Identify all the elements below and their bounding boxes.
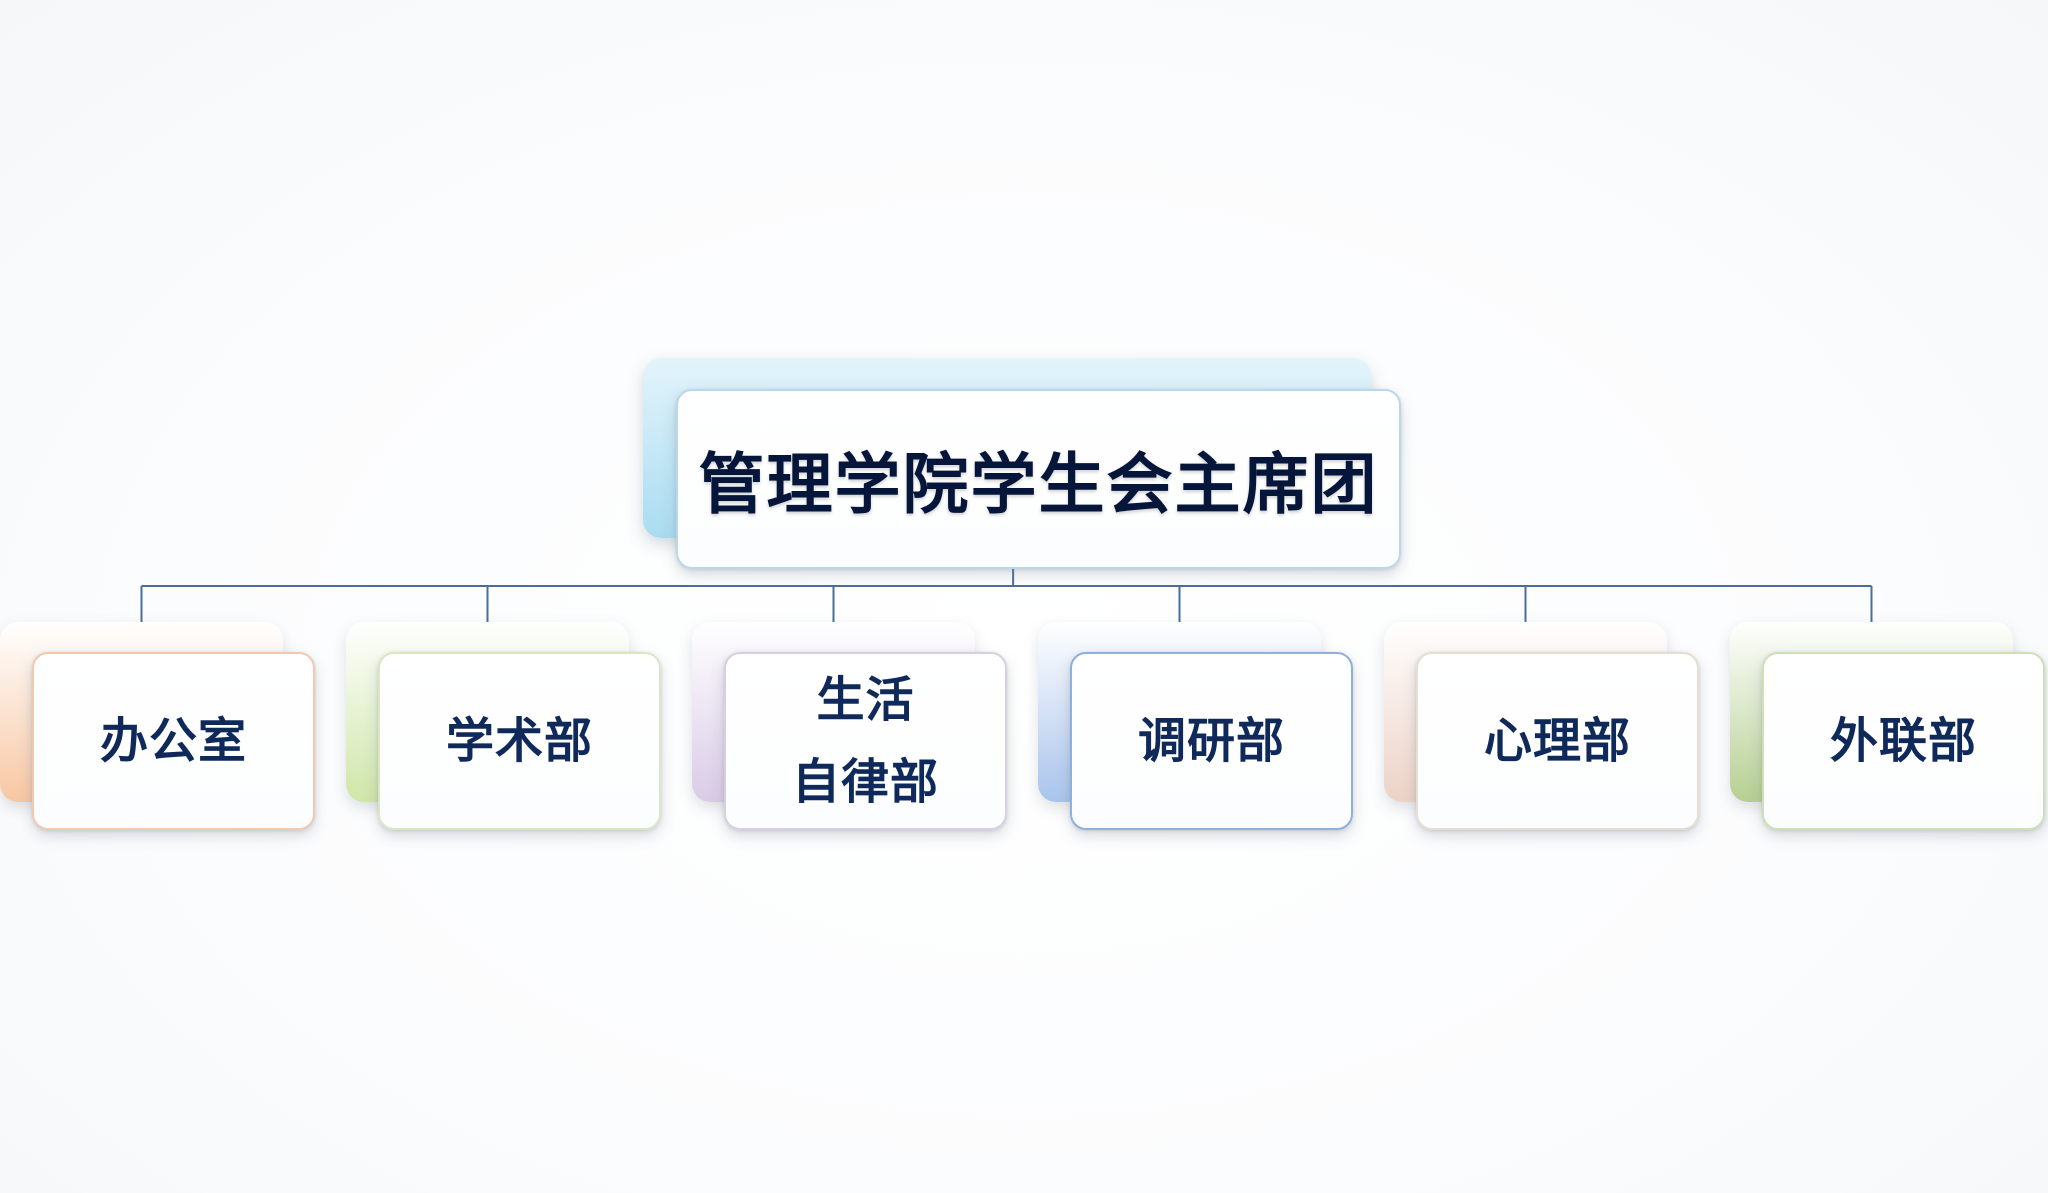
department-node-psychology: 心理部	[1416, 652, 1699, 830]
department-label: 外联部	[1829, 713, 1977, 769]
department-label: 办公室	[99, 713, 247, 769]
department-node-life-discipline: 生活 自律部	[724, 652, 1007, 830]
root-node: 管理学院学生会主席团	[676, 389, 1401, 569]
department-label: 调研部	[1137, 713, 1285, 769]
department-label-line-2: 自律部	[791, 754, 939, 810]
department-node-external-relations: 外联部	[1762, 652, 2045, 830]
department-label: 心理部	[1483, 713, 1631, 769]
root-node-label: 管理学院学生会主席团	[698, 446, 1379, 523]
department-node-academic: 学术部	[378, 652, 661, 830]
department-node-office: 办公室	[32, 652, 315, 830]
department-node-research: 调研部	[1070, 652, 1353, 830]
department-label: 学术部	[445, 713, 593, 769]
department-label-line-1: 生活	[816, 672, 915, 728]
